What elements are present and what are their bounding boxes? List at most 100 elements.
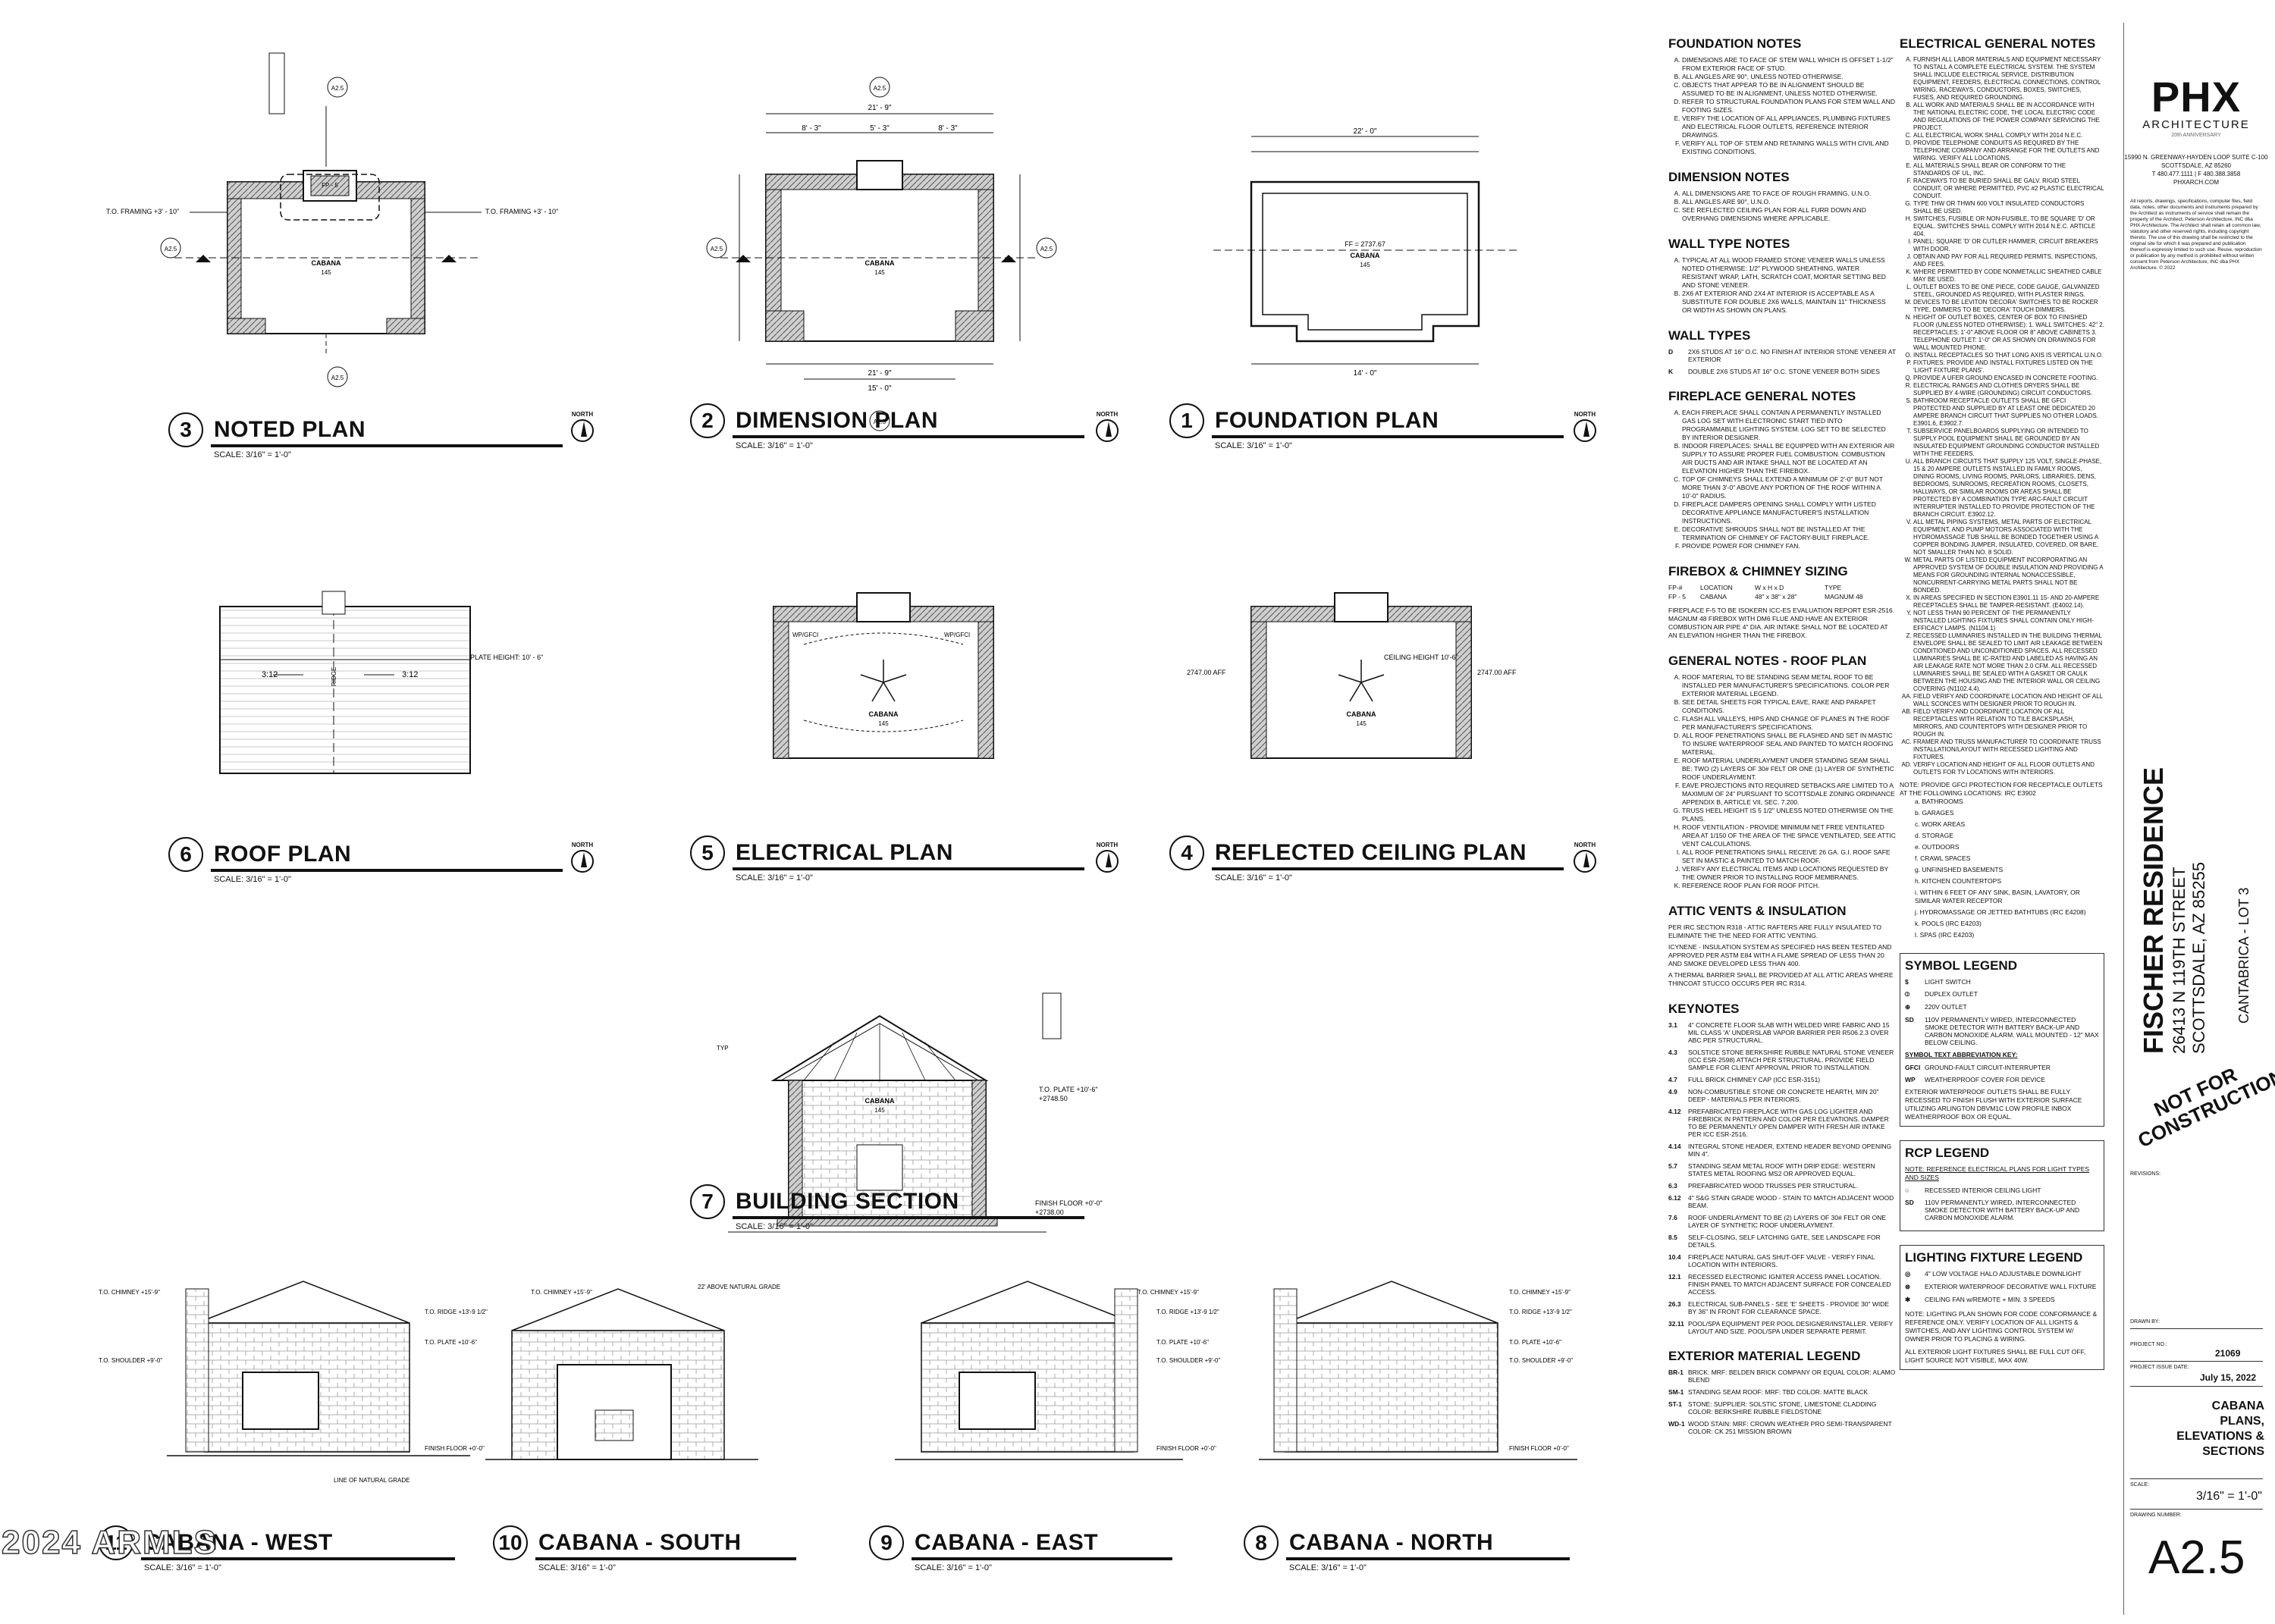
note-item: 2X6 AT EXTERIOR AND 2X4 AT INTERIOR IS A… — [1682, 290, 1896, 315]
sheet-number: A2.5 — [2148, 1532, 2245, 1584]
legend-text: BRICK: MRF: BELDEN BRICK COMPANY OR EQUA… — [1688, 1368, 1896, 1384]
legend-text: RECESSED ELECTRONIC IGNITER ACCESS PANEL… — [1688, 1273, 1891, 1296]
roof-plan-drawing: 3:12 3:12 RIDGE PLATE HEIGHT: 10' - 6" — [219, 591, 543, 774]
title-scale: SCALE: 3/16" = 1'-0" — [736, 873, 813, 883]
symbol-legend: SYMBOL LEGEND $LIGHT SWITCH⦶DUPLEX OUTLE… — [1900, 953, 2104, 1127]
fb-c3: 48" x 38" x 28" — [1755, 593, 1797, 600]
note-item: ALL WORK AND MATERIALS SHALL BE IN ACCOR… — [1913, 102, 2104, 132]
note-item: ALL ANGLES ARE 90°, U.N.O. — [1682, 198, 1896, 206]
rcp-aff-left: 2747.00 AFF — [1187, 669, 1226, 676]
fnd-room: CABANA — [1351, 252, 1380, 259]
legend-key: 4.9 — [1668, 1088, 1677, 1096]
dim-tag-top: A2.5 — [874, 85, 886, 92]
note-item: PROVIDE POWER FOR CHIMNEY FAN. — [1682, 542, 1896, 550]
section-title: FOUNDATION NOTES — [1668, 36, 1802, 51]
north-arrow-3: NORTH — [569, 411, 596, 442]
firebox-table: FP-# LOCATION W x H x D TYPE FP - 5 CABA… — [1668, 584, 1896, 600]
elec-room: CABANA — [869, 710, 899, 718]
issue-date: July 15, 2022 — [2200, 1372, 2257, 1383]
east-plate: T.O. PLATE +10'-6" — [1156, 1339, 1209, 1346]
section-ff-elev: +2738.00 — [1035, 1209, 1064, 1216]
noted-tof-left: T.O. FRAMING +3' - 10" — [106, 208, 179, 215]
note-item: PROVIDE TELEPHONE CONDUITS AS REQUIRED B… — [1913, 140, 2104, 162]
lot-name: CANTABRICA - LOT 3 — [2236, 887, 2251, 1024]
note-paragraph: e. OUTDOORS — [1915, 843, 1960, 851]
roof-notes: GENERAL NOTES - ROOF PLAN ROOF MATERIAL … — [1668, 654, 1896, 890]
title-rcp: 4 REFLECTED CEILING PLAN SCALE: 3/16" = … — [1169, 836, 1564, 883]
noted-plan-drawing: A2.5 A2.5 A2.5 CABANA 145 T.O. FRAMING +… — [106, 52, 558, 387]
elevation-north: T.O. CHIMNEY +15'-9" T.O. RIDGE +13'-9 1… — [1259, 1281, 1577, 1460]
rcp-drawing: CEILING HEIGHT 10'-6" CABANA 145 2747.00… — [1187, 592, 1517, 759]
project-addr1: 26413 N 119TH STREET — [2170, 867, 2189, 1054]
section-title: EXTERIOR MATERIAL LEGEND — [1668, 1349, 1861, 1363]
noted-room-num: 145 — [321, 269, 331, 276]
note-item: WHERE PERMITTED BY CODE NONMETALLIC SHEA… — [1913, 268, 2104, 284]
legend-key: 6.3 — [1668, 1182, 1677, 1190]
note-paragraph: d. STORAGE — [1915, 832, 1953, 839]
section-title: KEYNOTES — [1668, 1002, 1740, 1016]
west-ff: FINISH FLOOR +0'-0" — [425, 1445, 485, 1452]
fnd-dim-bottom: 14' - 0" — [1353, 369, 1376, 378]
section-title: DIMENSION NOTES — [1668, 170, 1790, 184]
dim-b: 5' - 3" — [870, 124, 890, 133]
title-scale: SCALE: 3/16" = 1'-0" — [915, 1563, 992, 1572]
section-title: GENERAL NOTES - ROOF PLAN — [1668, 654, 1867, 668]
legend-key: ⦶ — [1905, 990, 1910, 998]
note-item: SWITCHES, FUSIBLE OR NON-FUSIBLE, TO BE … — [1913, 215, 2104, 238]
project-no: 21069 — [2215, 1348, 2241, 1359]
legend-text: 4" LOW VOLTAGE HALO ADJUSTABLE DOWNLIGHT — [1925, 1270, 2082, 1278]
watermark: 2024 ARMLS — [1, 1523, 218, 1562]
title-scale: SCALE: 3/16" = 1'-0" — [538, 1563, 616, 1572]
note-item: SEE REFLECTED CEILING PLAN FOR ALL FURR … — [1682, 206, 1896, 223]
drawing-area: A2.5 A2.5 A2.5 CABANA 145 T.O. FRAMING +… — [99, 52, 1577, 1484]
fnd-ff: FF = 2737.67 — [1345, 240, 1385, 248]
legend-text: WOOD STAIN: MRF: CROWN WEATHER PRO SEMI-… — [1688, 1420, 1892, 1435]
note-item: OBJECTS THAT APPEAR TO BE IN ALIGNMENT S… — [1682, 81, 1896, 98]
note-item: OBTAIN AND PAY FOR ALL REQUIRED PERMITS,… — [1913, 253, 2104, 268]
rcp-ceiling: CEILING HEIGHT 10'-6" — [1384, 654, 1458, 661]
note-item: SEE DETAIL SHEETS FOR TYPICAL EAVE, RAKE… — [1682, 698, 1896, 715]
note-item: VERIFY LOCATION AND HEIGHT OF ALL FLOOR … — [1913, 761, 2104, 776]
roof-slope-right: 3:12 — [402, 670, 418, 679]
project-title: FISCHER RESIDENCE 26413 N 119TH STREET S… — [2138, 767, 2209, 1054]
note-item: FIREPLACE DAMPERS OPENING SHALL COMPLY W… — [1682, 500, 1896, 525]
legend-text: 4" S&G STAIN GRADE WOOD - STAIN TO MATCH… — [1688, 1194, 1894, 1209]
legend-text: PREFABRICATED FIREPLACE WITH GAS LOG LIG… — [1688, 1108, 1889, 1138]
title-num: 8 — [1244, 1525, 1279, 1560]
title-scale: SCALE: 3/16" = 1'-0" — [214, 450, 291, 459]
firebox-note: FIREPLACE F-5 TO BE ISOKERN ICC-ES EVALU… — [1668, 607, 1895, 639]
lighting-note: NOTE: LIGHTING PLAN SHOWN FOR CODE CONFO… — [1905, 1310, 2098, 1343]
noted-fp: FP - 5 — [322, 182, 338, 189]
fireplace-notes: FIREPLACE GENERAL NOTES EACH FIREPLACE S… — [1668, 389, 1896, 550]
legend-text: STONE: SUPPLIER: SOLSTIC STONE, LIMESTON… — [1688, 1400, 1877, 1416]
note-item: ALL ROOF PENETRATIONS SHALL BE FLASHED A… — [1682, 732, 1896, 757]
section-title: ATTIC VENTS & INSULATION — [1668, 904, 1847, 918]
legend-key: 8.5 — [1668, 1234, 1677, 1241]
legend-text: FIREPLACE NATURAL GAS SHUT-OFF VALVE - V… — [1688, 1253, 1875, 1268]
fb-c1: FP - 5 — [1668, 593, 1686, 600]
note-item: EACH FIREPLACE SHALL CONTAIN A PERMANENT… — [1682, 409, 1896, 442]
note-item: FURNISH ALL LABOR MATERIALS AND EQUIPMEN… — [1913, 56, 2104, 102]
section-room-num: 145 — [874, 1107, 885, 1114]
foundation-notes-list: DIMENSIONS ARE TO FACE OF STEM WALL WHIC… — [1668, 56, 1896, 156]
legend-text: EXTERIOR WATERPROOF DECORATIVE WALL FIXT… — [1925, 1283, 2097, 1290]
legend-text: 4" CONCRETE FLOOR SLAB WITH WELDED WIRE … — [1688, 1021, 1890, 1044]
note-paragraph: l. SPAS (IRC E4203) — [1915, 931, 1975, 939]
note-item: OUTLET BOXES TO BE ONE PIECE, CODE GAUGE… — [1913, 284, 2104, 299]
east-ridge: T.O. RIDGE +13'-9 1/2" — [1156, 1309, 1219, 1315]
logo-text: PHX — [2151, 73, 2242, 121]
title-name: FOUNDATION PLAN — [1215, 408, 1439, 433]
